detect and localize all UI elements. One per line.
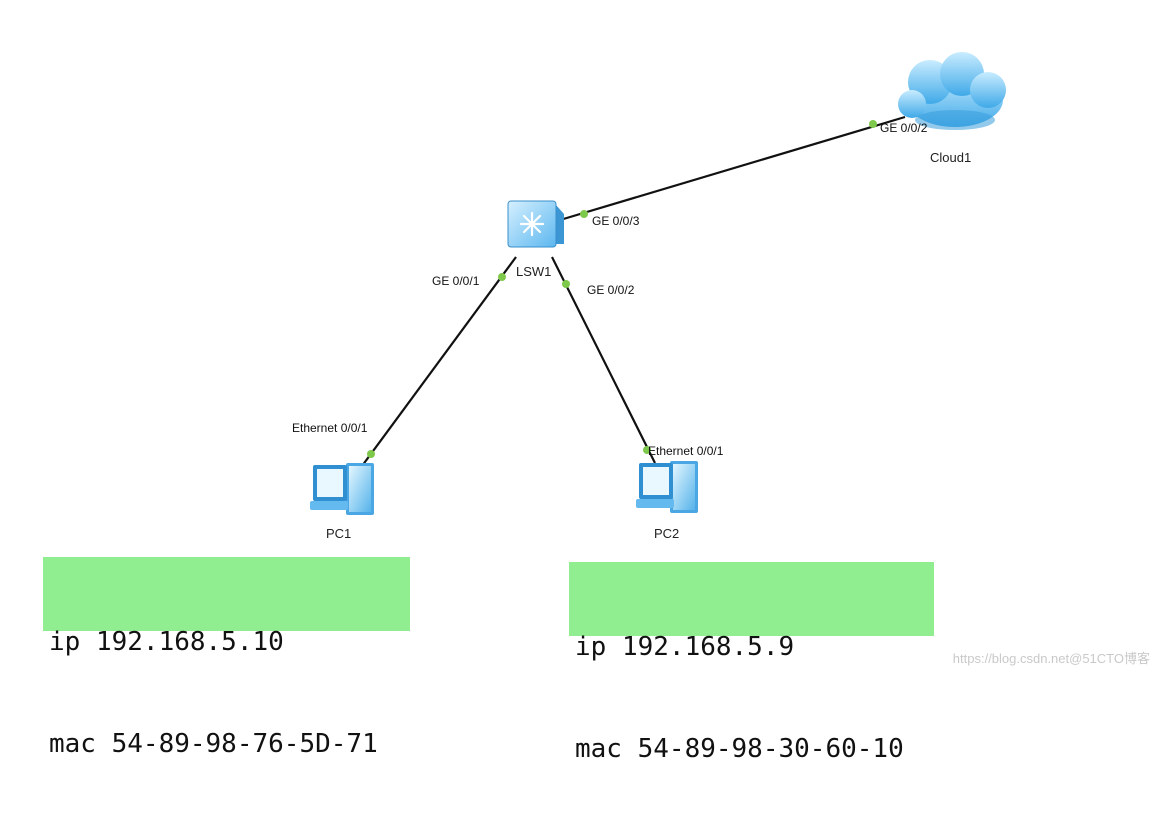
pc2-mac-text: mac 54-89-98-30-60-10 — [575, 734, 904, 764]
port-label-lsw-ge003: GE 0/0/3 — [592, 214, 640, 228]
pc1-mac-text: mac 54-89-98-76-5D-71 — [49, 729, 378, 759]
port-dot-pc2-eth001 — [643, 446, 651, 454]
switch-label: LSW1 — [516, 264, 551, 279]
pc1-address-note: ip 192.168.5.10 mac 54-89-98-76-5D-71 — [43, 557, 410, 759]
port-label-cloud-ge002: GE 0/0/2 — [880, 121, 928, 135]
port-label-pc2-eth001: Ethernet 0/0/1 — [648, 444, 724, 458]
port-dot-lsw-ge002 — [562, 280, 570, 288]
port-label-lsw-ge001: GE 0/0/1 — [432, 274, 480, 288]
port-label-lsw-ge002: GE 0/0/2 — [587, 283, 635, 297]
port-dot-pc1-eth001 — [367, 450, 375, 458]
pc2-label: PC2 — [654, 526, 679, 541]
pc1-label: PC1 — [326, 526, 351, 541]
port-label-pc1-eth001: Ethernet 0/0/1 — [292, 421, 368, 435]
pc2-address-note: ip 192.168.5.9 mac 54-89-98-30-60-10 — [569, 562, 934, 764]
cloud-icon[interactable] — [898, 52, 1006, 130]
port-dot-lsw-ge003 — [580, 210, 588, 218]
topology-canvas: Cloud1 LSW1 PC1 PC2 GE 0/0/2 GE 0/0/3 GE… — [43, 52, 1150, 764]
link-lsw1-pc2[interactable] — [551, 256, 656, 464]
pc-icon[interactable] — [310, 463, 374, 515]
link-lsw1-pc1[interactable] — [361, 256, 517, 467]
pc1-ip-text: ip 192.168.5.10 — [49, 627, 284, 657]
port-dot-cloud-ge002 — [869, 120, 877, 128]
switch-icon[interactable] — [507, 200, 564, 248]
topology-diagram: Cloud1 LSW1 PC1 PC2 GE 0/0/2 GE 0/0/3 GE… — [292, 52, 1006, 541]
cloud-label: Cloud1 — [930, 150, 971, 165]
port-dot-lsw-ge001 — [498, 273, 506, 281]
watermark: https://blog.csdn.net@51CTO博客 — [952, 651, 1150, 666]
pc-icon[interactable] — [636, 461, 698, 513]
link-lsw1-cloud1[interactable] — [559, 115, 906, 222]
pc2-ip-text: ip 192.168.5.9 — [575, 632, 795, 662]
